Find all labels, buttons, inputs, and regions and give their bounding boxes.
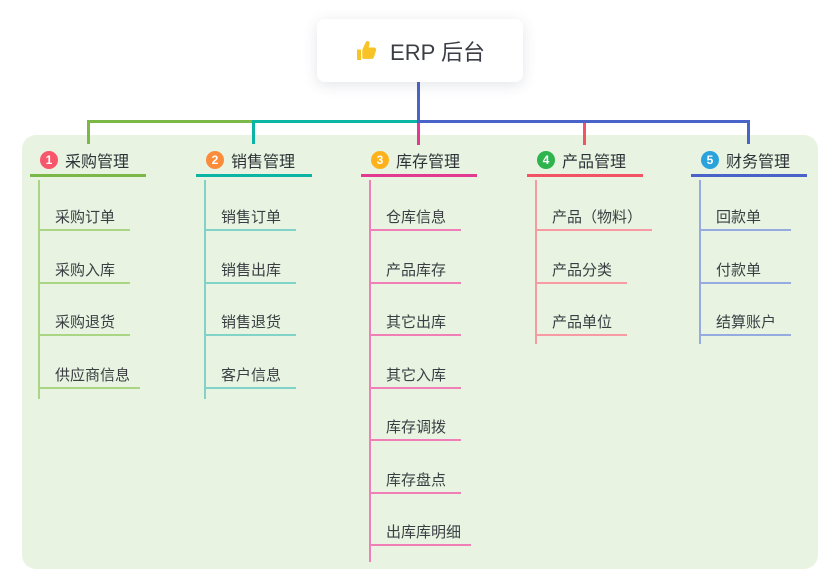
- connector-stub-finance: [747, 120, 750, 144]
- branch-number-badge: 2: [206, 150, 224, 169]
- child-node[interactable]: 付款单: [699, 256, 791, 284]
- branch-product: 4 产品管理 产品（物料） 产品分类 产品单位: [527, 145, 653, 344]
- branch-title-sales[interactable]: 2 销售管理: [196, 145, 312, 177]
- child-node[interactable]: 其它入库: [369, 361, 461, 389]
- connector-bus-right: [417, 120, 750, 123]
- branch-number-badge: 4: [537, 150, 555, 169]
- child-node[interactable]: 销售退货: [204, 308, 296, 336]
- branch-label: 财务管理: [726, 153, 791, 171]
- child-node[interactable]: 库存调拨: [369, 413, 461, 441]
- root-node[interactable]: ERP 后台: [317, 19, 523, 82]
- child-node[interactable]: 其它出库: [369, 308, 461, 336]
- branch-number-badge: 3: [371, 150, 389, 169]
- branches-panel: [22, 135, 818, 569]
- branch-number-badge: 1: [40, 150, 58, 169]
- branch-child-connector: [699, 180, 701, 344]
- child-node[interactable]: 仓库信息: [369, 203, 461, 231]
- child-node[interactable]: 出库库明细: [369, 518, 472, 546]
- branch-number-badge: 5: [701, 150, 719, 169]
- connector-stub-purchase: [87, 120, 90, 144]
- child-node[interactable]: 采购退货: [38, 308, 130, 336]
- child-node[interactable]: 采购入库: [38, 256, 130, 284]
- child-node[interactable]: 客户信息: [204, 361, 296, 389]
- branch-purchase: 1 采购管理 采购订单 采购入库 采购退货 供应商信息: [30, 145, 146, 399]
- child-node[interactable]: 采购订单: [38, 203, 130, 231]
- connector-bus-left: [87, 120, 255, 123]
- connector-stub-sales: [252, 120, 255, 144]
- child-node[interactable]: 产品（物料）: [535, 203, 653, 231]
- child-node[interactable]: 回款单: [699, 203, 791, 231]
- connector-stub-product: [583, 120, 586, 145]
- child-node[interactable]: 销售出库: [204, 256, 296, 284]
- branch-label: 库存管理: [396, 153, 461, 171]
- child-node[interactable]: 产品单位: [535, 308, 627, 336]
- branch-title-purchase[interactable]: 1 采购管理: [30, 145, 146, 177]
- branch-title-product[interactable]: 4 产品管理: [527, 145, 643, 177]
- branch-title-finance[interactable]: 5 财务管理: [691, 145, 807, 177]
- branch-child-connector: [535, 180, 537, 344]
- branch-children: 仓库信息 产品库存 其它出库 其它入库 库存调拨 库存盘点 出库库明细: [369, 203, 472, 571]
- branch-child-connector: [38, 180, 40, 399]
- branch-title-inventory[interactable]: 3 库存管理: [361, 145, 477, 177]
- root-label: ERP 后台: [390, 39, 485, 65]
- connector-root-drop: [417, 82, 420, 120]
- child-node[interactable]: 销售订单: [204, 203, 296, 231]
- child-node[interactable]: 结算账户: [699, 308, 791, 336]
- connector-bus-middle: [252, 120, 420, 123]
- branch-children: 回款单 付款单 结算账户: [699, 203, 791, 361]
- branch-children: 产品（物料） 产品分类 产品单位: [535, 203, 653, 361]
- branch-label: 产品管理: [562, 153, 627, 171]
- branch-finance: 5 财务管理 回款单 付款单 结算账户: [691, 145, 807, 344]
- branch-inventory: 3 库存管理 仓库信息 产品库存 其它出库 其它入库 库存调拨 库存盘点 出库库…: [361, 145, 477, 562]
- branch-label: 销售管理: [231, 153, 296, 171]
- thumbs-up-icon: [355, 39, 379, 63]
- branch-sales: 2 销售管理 销售订单 销售出库 销售退货 客户信息: [196, 145, 312, 399]
- branch-child-connector: [369, 180, 371, 562]
- connector-stub-inventory: [417, 120, 420, 145]
- child-node[interactable]: 产品分类: [535, 256, 627, 284]
- child-node[interactable]: 供应商信息: [38, 361, 141, 389]
- child-node[interactable]: 产品库存: [369, 256, 461, 284]
- branch-label: 采购管理: [65, 153, 130, 171]
- branch-children: 销售订单 销售出库 销售退货 客户信息: [204, 203, 296, 413]
- branch-child-connector: [204, 180, 206, 399]
- child-node[interactable]: 库存盘点: [369, 466, 461, 494]
- branch-children: 采购订单 采购入库 采购退货 供应商信息: [38, 203, 141, 413]
